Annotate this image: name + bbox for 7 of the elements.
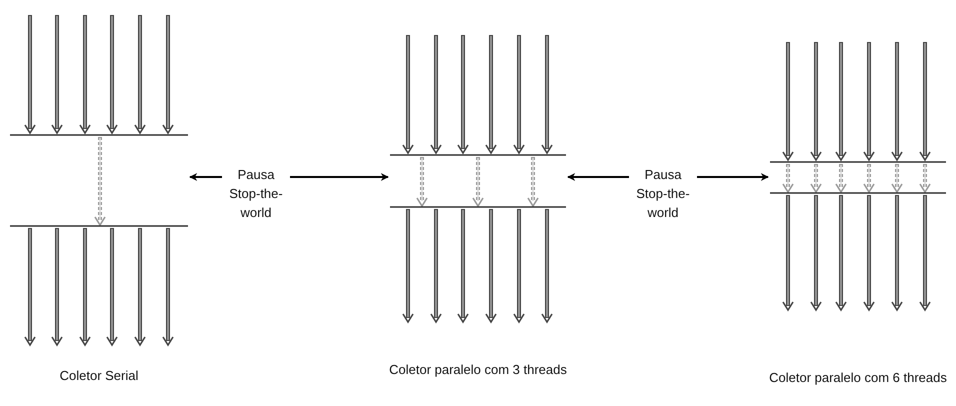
collector-caption: Coletor paralelo com 3 threads [388, 362, 568, 378]
collector-caption: Coletor paralelo com 6 threads [768, 370, 948, 386]
arrow [189, 173, 222, 181]
arrow [567, 173, 629, 181]
arrow [697, 173, 769, 181]
collector-caption: Coletor Serial [58, 368, 140, 384]
arrow [290, 173, 389, 181]
